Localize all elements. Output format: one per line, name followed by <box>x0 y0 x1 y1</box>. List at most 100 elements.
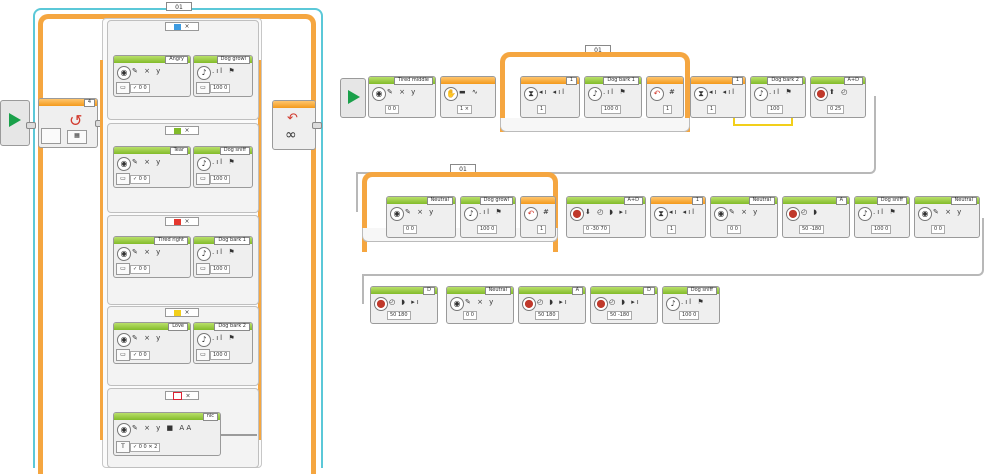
case-tab[interactable]: × <box>165 217 199 226</box>
block-values[interactable]: 100 <box>767 105 783 114</box>
folder-icon[interactable]: ▭ <box>116 349 130 361</box>
block-label[interactable]: A <box>835 197 847 205</box>
block-label[interactable]: 1 <box>691 197 703 205</box>
block-label[interactable]: Dog sniff <box>686 287 717 295</box>
motor-block[interactable]: A ⬤ ◴ ◗ 50 -180 <box>782 196 850 238</box>
display-values[interactable]: ✓ 0 0 ✕ 2 <box>130 443 161 452</box>
block-label[interactable]: Dog bark 2 <box>767 77 803 85</box>
block-values[interactable]: 0 25 <box>827 105 845 114</box>
sound-block[interactable]: Dog sniff ♪ .ıl ⚑ ▭ 100 0 <box>193 146 253 188</box>
loop-counter-block[interactable]: 4 ↺ ▦ <box>38 98 98 148</box>
display-values[interactable]: ✓ 0 0 <box>130 175 150 184</box>
display-block[interactable]: Love ◉ ✎ × y ▭ ✓ 0 0 <box>113 322 191 364</box>
left-loop-label[interactable]: 01 <box>166 2 192 11</box>
sound-block[interactable]: Dog growl ♪ .ıl ⚑ 100 0 <box>460 196 516 238</box>
block-label[interactable]: Neutral <box>748 197 775 205</box>
text-mode-icon[interactable]: T <box>116 441 130 453</box>
block-label[interactable]: Neutral <box>484 287 511 295</box>
loop-counter-value[interactable]: 4 <box>83 99 95 107</box>
sound-block[interactable]: Dog sniff ♪ .ıl ⚑ 100 0 <box>662 286 720 324</box>
motor-block[interactable]: A+D ⬤ ⬇ ◴ ◗ ▸ı 0 -30 70 <box>566 196 646 238</box>
sound-block[interactable]: Dog bark 1 ♪ .ıl ⚑ ▭ 100 0 <box>193 236 253 278</box>
block-values[interactable]: 100 0 <box>871 225 892 234</box>
folder-icon[interactable]: ▭ <box>196 82 210 94</box>
sound-block[interactable]: Dog bark 2 ♪ .ıl ⚑ 100 <box>750 76 806 118</box>
block-values[interactable]: 50 180 <box>387 311 411 320</box>
block-values[interactable]: 1 <box>537 225 547 234</box>
loop-end-block[interactable]: ↶ ∞ <box>272 100 316 150</box>
display-block[interactable]: Tired middle ◉ ✎ × y 0 0 <box>368 76 436 118</box>
timer-wait-block[interactable]: 1 ⧗ ◂ı ◂ıl 1 <box>520 76 580 118</box>
sound-values[interactable]: 100 0 <box>210 265 231 274</box>
case-tab[interactable]: × <box>165 22 199 31</box>
sound-values[interactable]: 100 0 <box>210 351 231 360</box>
display-text-block[interactable]: nic ◉ ✎ × y ■ AA T ✓ 0 0 ✕ 2 <box>113 412 221 456</box>
case-tab[interactable]: × <box>165 308 199 317</box>
block-label[interactable]: 1 <box>731 77 743 85</box>
block-label[interactable]: A <box>571 287 583 295</box>
block-label[interactable]: Tired middle <box>393 77 433 85</box>
block-values[interactable]: 50 -180 <box>799 225 825 234</box>
sound-block[interactable]: Dog growl ♪ .ıl ⚑ ▭ 100 0 <box>193 55 253 97</box>
block-values[interactable]: 0 0 <box>385 105 399 114</box>
block-label[interactable]: A+D <box>623 197 643 205</box>
display-block[interactable]: Angry ◉ ✎ × y ▭ ✓ 0 0 <box>113 55 191 97</box>
timer-wait-block[interactable]: 1 ⧗ ◂ı ◂ıl 1 <box>690 76 746 118</box>
display-values[interactable]: ✓ 0 0 <box>130 265 150 274</box>
folder-icon[interactable]: ▭ <box>116 263 130 275</box>
case-tab[interactable]: × <box>165 391 199 400</box>
display-label[interactable]: Tired right <box>154 237 188 245</box>
sound-label[interactable]: Dog bark 2 <box>214 323 250 331</box>
block-label[interactable]: Neutral <box>950 197 977 205</box>
folder-icon[interactable]: ▭ <box>196 173 210 185</box>
block-values[interactable]: 100 0 <box>477 225 498 234</box>
display-values[interactable]: ✓ 0 0 <box>130 84 150 93</box>
sound-label[interactable]: Dog bark 1 <box>214 237 250 245</box>
block-values[interactable]: 0 -30 70 <box>583 225 610 234</box>
infinity-icon[interactable]: ∞ <box>285 127 297 143</box>
timer-wait-block[interactable]: 1 ⧗ ◂ı ◂ıl 1 <box>650 196 706 238</box>
block-values[interactable]: 1 <box>707 105 717 114</box>
display-label[interactable]: Tear <box>169 147 188 155</box>
motor-block[interactable]: A ⬤ ◴ ◗ ▸ı 50 180 <box>518 286 586 324</box>
block-label[interactable]: Dog growl <box>479 197 513 205</box>
display-block[interactable]: Neutral ◉ ✎ × y 0 0 <box>446 286 514 324</box>
play-icon[interactable] <box>9 113 21 127</box>
folder-icon[interactable]: ▭ <box>196 349 210 361</box>
folder-icon[interactable]: ▭ <box>116 173 130 185</box>
block-label[interactable]: Dog sniff <box>876 197 907 205</box>
motor-block[interactable]: D ⬤ ◴ ◗ ▸ı 50 -180 <box>590 286 658 324</box>
block-values[interactable]: 1 <box>667 225 677 234</box>
display-block[interactable]: Neutral ◉ ✎ × y 0 0 <box>386 196 456 238</box>
display-block[interactable]: Neutral ◉ ✎ × y 0 0 <box>914 196 980 238</box>
block-values[interactable]: 50 -180 <box>607 311 633 320</box>
block-label[interactable]: Dog bark 1 <box>603 77 639 85</box>
display-block[interactable]: Neutral ◉ ✎ × y 0 0 <box>710 196 778 238</box>
block-values[interactable]: 0 0 <box>931 225 945 234</box>
top-loop-frame[interactable] <box>500 52 690 132</box>
display-label[interactable]: Love <box>168 323 188 331</box>
block-values[interactable]: 0 0 <box>463 311 477 320</box>
block-label[interactable]: D <box>423 287 435 295</box>
block-label[interactable]: D <box>643 287 655 295</box>
motor-block[interactable]: D ⬤ ◴ ◗ ▸ı 50 180 <box>370 286 438 324</box>
block-values[interactable]: 1 <box>663 105 673 114</box>
block-label[interactable]: Neutral <box>426 197 453 205</box>
sound-values[interactable]: 100 0 <box>210 84 231 93</box>
display-label[interactable]: nic <box>202 413 218 421</box>
block-values[interactable]: 1 <box>537 105 547 114</box>
folder-icon[interactable]: ▭ <box>196 263 210 275</box>
display-values[interactable]: ✓ 0 0 <box>130 351 150 360</box>
mode-selector[interactable] <box>41 128 61 144</box>
block-values[interactable]: 100 0 <box>679 311 700 320</box>
sensor-mode-icon[interactable]: ▦ <box>67 130 87 144</box>
sound-label[interactable]: Dog growl <box>216 56 250 64</box>
block-values[interactable]: 100 0 <box>601 105 622 114</box>
block-values[interactable]: 1 × <box>457 105 472 114</box>
display-block[interactable]: Tired right ◉ ✎ × y ▭ ✓ 0 0 <box>113 236 191 278</box>
block-label[interactable]: 1 <box>565 77 577 85</box>
block-values[interactable]: 0 0 <box>727 225 741 234</box>
loop-interrupt-block[interactable]: ↶ # 1 <box>520 196 556 238</box>
left-loop-frame[interactable] <box>38 14 316 474</box>
block-label[interactable]: A+D <box>843 77 863 85</box>
